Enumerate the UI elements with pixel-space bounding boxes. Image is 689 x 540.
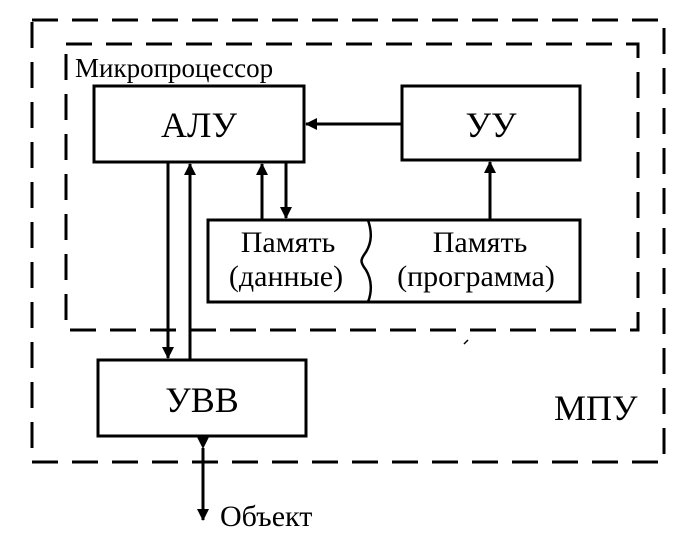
uu-label: УУ (466, 105, 517, 145)
memory-divider (360, 219, 372, 303)
microprocessor-label: Микропроцессор (75, 53, 273, 83)
uvv-label: УВВ (165, 380, 239, 420)
memory-program-line1: Память (433, 226, 528, 259)
memory-data-line2: (данные) (229, 260, 343, 293)
mpu-label: МПУ (554, 388, 638, 428)
microprocessor-boundary (64, 42, 640, 332)
memory-data-line1: Память (241, 226, 336, 259)
memory-program-line2: (программа) (397, 260, 555, 293)
stray-mark (463, 339, 469, 345)
uu-block (400, 84, 582, 162)
mpu-boundary (30, 18, 666, 464)
memory-block (206, 218, 582, 304)
uvv-block (96, 358, 308, 438)
object-label: Объект (220, 500, 312, 533)
alu-block (92, 84, 306, 164)
alu-label: АЛУ (161, 105, 237, 145)
